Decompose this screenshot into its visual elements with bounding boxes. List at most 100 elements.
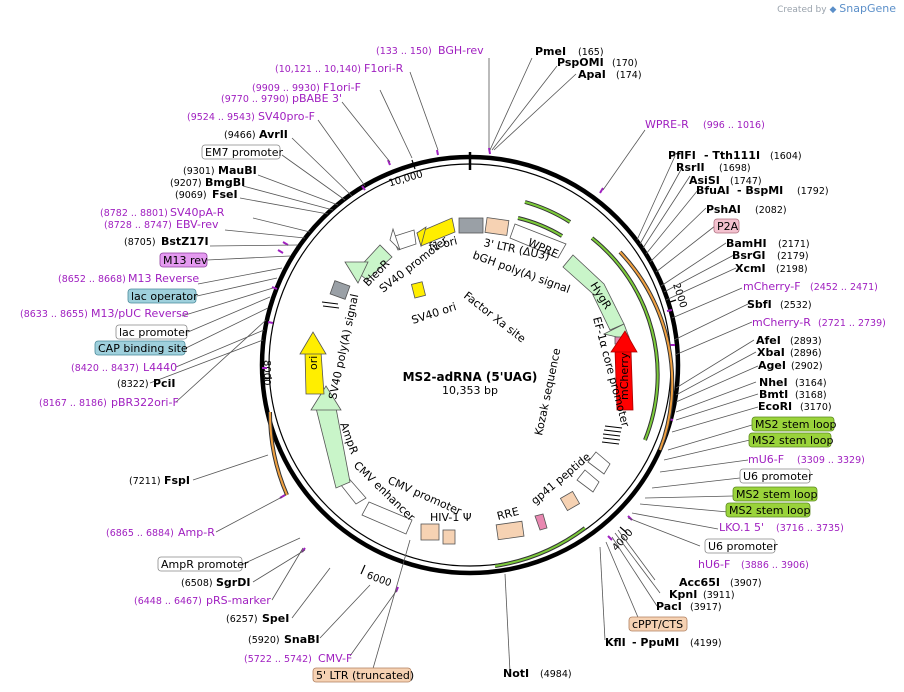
cmv-promoter-feature	[361, 501, 413, 535]
primer-wpre-r: WPRE-R	[645, 118, 689, 131]
primer-sv40pa-r: SV40pA-R	[170, 206, 225, 219]
site-bstz17i: BstZ17I	[161, 235, 209, 248]
primer-bgh-rev-pos: (133 .. 150)	[376, 46, 432, 57]
boxed-ampr-promoter: AmpR promoter	[161, 558, 249, 571]
plasmid-length: 10,353 bp	[442, 384, 498, 397]
hiv1-psi-feature-2	[442, 529, 456, 545]
label-factor-xa: Factor Xa site	[461, 289, 528, 345]
primer-f1ori-f-pos: (9909 .. 9930)	[252, 83, 320, 94]
site-bsrgi-pos: (2179)	[777, 251, 809, 262]
site-bmgbi-pos: (9207)	[170, 178, 202, 189]
site-xbai: XbaI	[757, 346, 785, 359]
site-snabi: SnaBI	[284, 633, 320, 646]
plasmid-name: MS2-adRNA (5'UAG)	[403, 370, 538, 384]
cppt-feature	[559, 490, 581, 512]
primer-sv40pro-f-pos: (9524 .. 9543)	[187, 112, 255, 123]
site-agei-pos: (2902)	[791, 361, 823, 372]
primer-m13rev-pos: (8652 .. 8668)	[58, 274, 126, 285]
sv40-polya-marks	[321, 301, 340, 309]
site-kpni: KpnI	[669, 588, 697, 601]
primer-prs-marker-pos: (6448 .. 6467)	[134, 596, 202, 607]
primer-wpre-r-pos: (996 .. 1016)	[703, 120, 765, 131]
site-xcmi-pos: (2198)	[776, 264, 808, 275]
primer-mcherry-f-pos: (2452 .. 2471)	[810, 282, 878, 293]
boxed-ms2-stem-loop-2: MS2 stem loop	[752, 434, 834, 447]
sv40-ori-feature	[410, 281, 427, 299]
site-maubi: MauBI	[218, 164, 257, 177]
site-agei: AgeI	[758, 359, 786, 372]
ampr-feature	[315, 407, 351, 489]
site-acc65i: Acc65I	[679, 576, 720, 589]
tick-label: 8000	[261, 360, 272, 385]
site-paci-pos: (3917)	[690, 602, 722, 613]
ms2-stripes	[601, 425, 623, 445]
site-avrii: AvrII	[259, 128, 288, 141]
boxed-u6-promoter-1: U6 promoter	[743, 470, 813, 483]
boxed-m13-rev: M13 rev	[163, 254, 208, 267]
bleor-feature	[355, 244, 393, 281]
site-kfli-2: - PpuMI	[632, 636, 679, 649]
site-bfuai: BfuAI	[696, 184, 730, 197]
site-fspi-pos: (7211)	[129, 476, 161, 487]
site-apai: ApaI	[578, 68, 606, 81]
site-fspi: FspI	[164, 474, 190, 487]
site-acc65i-pos: (3907)	[730, 578, 762, 589]
site-avrii-pos: (9466)	[224, 130, 256, 141]
boxed-p2a: P2A	[717, 220, 739, 233]
site-afei: AfeI	[756, 334, 781, 347]
site-bfuai-2: - BspMI	[737, 184, 783, 197]
sv40-polya-block	[329, 280, 351, 300]
boxed-ms2-stem-loop-3: MS2 stem loop	[736, 488, 818, 501]
site-pmei-pos: (165)	[578, 47, 604, 58]
primer-hu6-f: hU6-F	[698, 558, 730, 571]
primer-lko1-pos: (3716 .. 3735)	[776, 523, 844, 534]
primer-pbr322ori-f-pos: (8167 .. 8186)	[39, 398, 107, 409]
site-xcmi: XcmI	[735, 262, 766, 275]
site-pflfi: PflFI	[668, 149, 696, 162]
site-pmei: PmeI	[535, 45, 566, 58]
boxed-ms2-stem-loop-1: MS2 stem loop	[755, 418, 837, 431]
primer-pbabe-pos: (9770 .. 9790)	[221, 94, 289, 105]
primer-cmv-f-pos: (5722 .. 5742)	[244, 654, 312, 665]
site-fsei: FseI	[212, 188, 238, 201]
site-apai-pos: (174)	[616, 70, 642, 81]
grey-block-feature	[458, 217, 484, 234]
site-bmgbi: BmgBI	[205, 176, 245, 189]
site-spei: SpeI	[262, 612, 289, 625]
primer-mcherry-r: mCherry-R	[752, 316, 811, 329]
u6-promoter-feature	[587, 451, 611, 475]
primer-mu6-f-pos: (3309 .. 3329)	[797, 455, 865, 466]
feature-arcs	[299, 217, 638, 545]
site-nhei: NheI	[759, 376, 788, 389]
hygr-feature	[562, 254, 625, 331]
label-hiv1-psi: HIV-1 Ψ	[430, 511, 472, 524]
primer-l4440: L4440	[143, 361, 177, 374]
boxed-lac-promoter: lac promoter	[119, 326, 190, 339]
site-maubi-pos: (9301)	[183, 166, 215, 177]
primer-pbr322ori-f: pBR322ori-F	[111, 396, 179, 409]
rre-feature	[495, 520, 525, 541]
site-asisi: AsiSI	[689, 174, 720, 187]
site-bfuai-pos: (1792)	[797, 186, 829, 197]
site-bstz17i-pos: (8705)	[124, 237, 156, 248]
label-ori: ori	[307, 356, 320, 370]
boxed-cppt-cts: cPPT/CTS	[632, 618, 683, 631]
site-rsrii-pos: (1698)	[719, 163, 751, 174]
site-pcii-pos: (8322)	[117, 379, 149, 390]
primer-f1ori-f: F1ori-F	[323, 81, 361, 94]
site-bmti-pos: (3168)	[795, 390, 827, 401]
primer-f1ori-r-pos: (10,121 .. 10,140)	[275, 64, 361, 75]
leader-lines	[149, 57, 759, 673]
site-kpni-pos: (3911)	[703, 590, 735, 601]
credit-prefix: Created by	[777, 5, 827, 15]
primer-ebv-rev-pos: (8728 .. 8747)	[104, 220, 172, 231]
primer-m13rev: M13 Reverse	[128, 272, 199, 285]
primer-mcherry-r-pos: (2721 .. 2739)	[818, 318, 886, 329]
site-pflfi-2: - Tth111I	[704, 149, 760, 162]
site-rsrii: RsrII	[676, 161, 705, 174]
tick-label: 2000	[670, 282, 688, 310]
site-bamhi-pos: (2171)	[778, 239, 810, 250]
label-kozak: Kozak sequence	[532, 347, 563, 437]
site-pcii: PciI	[153, 377, 175, 390]
